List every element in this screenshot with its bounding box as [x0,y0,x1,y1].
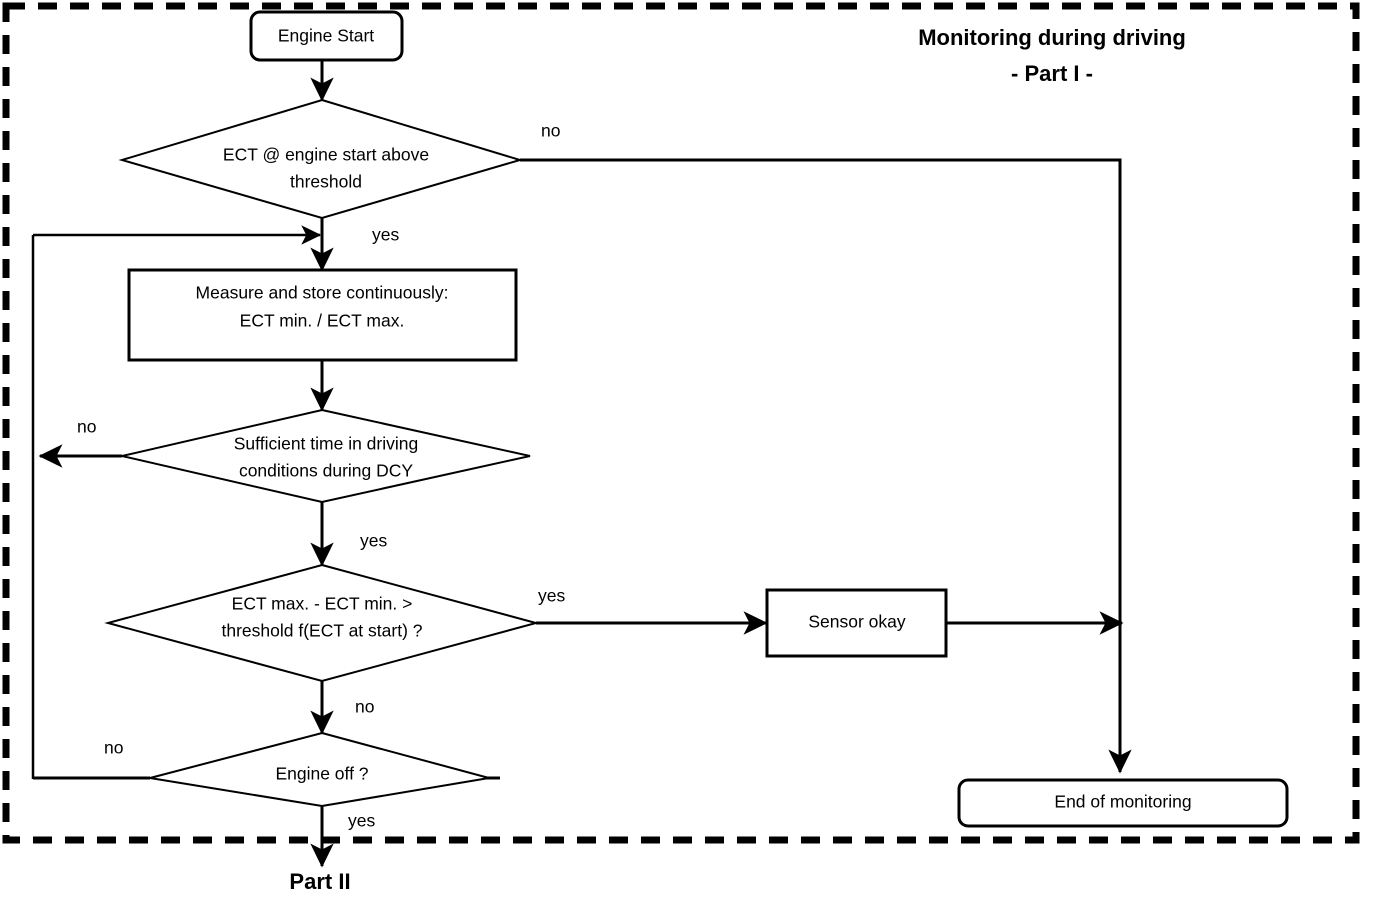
edge-label-ect-delta-yes: yes [538,586,565,606]
node-ect-delta-line1: ECT max. - ECT min. > [232,594,413,614]
node-measure-store-line2: ECT min. / ECT max. [240,311,405,331]
dashed-boundary [2,2,1360,844]
node-engine-off[interactable] [149,731,490,808]
footer-part-label: Part II [289,869,350,894]
edge-label-sufficient-no: no [77,417,96,437]
edge-label-engine-off-yes: yes [348,811,375,831]
edge-label-engine-off-no: no [104,738,123,758]
node-engine-start-label: Engine Start [278,26,374,46]
node-ect-delta[interactable] [104,563,540,683]
node-sensor-okay-label: Sensor okay [808,612,906,632]
node-sufficient-time[interactable] [121,408,531,504]
edge-label-ect-above-no: no [541,121,560,141]
node-ect-above-threshold-line1: ECT @ engine start above [223,145,429,165]
node-engine-start[interactable] [249,10,404,62]
edge-ect-above-no [520,158,1132,774]
node-measure-store[interactable] [127,268,518,362]
diagram-title-line2: - Part I - [1011,61,1093,86]
node-sensor-okay[interactable] [765,588,948,658]
diagram-title-line1: Monitoring during driving [918,25,1186,50]
edge-label-ect-delta-no: no [355,697,374,717]
node-measure-store-line1: Measure and store continuously: [196,283,449,303]
node-ect-above-threshold[interactable] [118,98,524,220]
node-ect-delta-line2: threshold f(ECT at start) ? [221,621,422,641]
edge-label-ect-above-yes: yes [372,225,399,245]
node-sufficient-time-line1: Sufficient time in driving [234,434,419,454]
node-end-of-monitoring[interactable] [957,778,1289,828]
node-engine-off-label: Engine off ? [275,764,368,784]
edge-label-sufficient-yes: yes [360,531,387,551]
node-sufficient-time-line2: conditions during DCY [239,461,413,481]
node-end-of-monitoring-label: End of monitoring [1054,792,1191,812]
node-ect-above-threshold-line2: threshold [290,172,362,192]
